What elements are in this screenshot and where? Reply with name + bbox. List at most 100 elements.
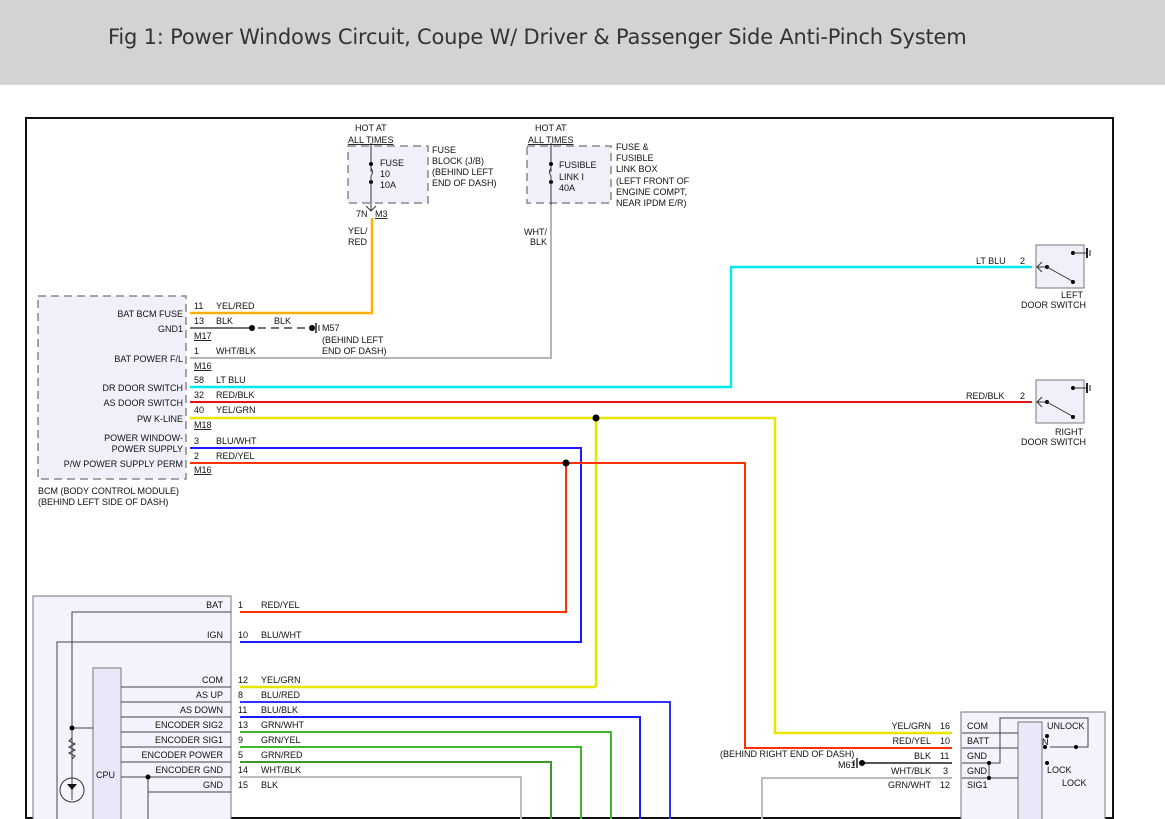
driver-pin-number: 1 [238, 600, 243, 610]
cpu-block [92, 667, 122, 819]
passenger-wire-color: YEL/GRN [891, 721, 931, 731]
bcm-pin-label: AS DOOR SWITCH [103, 398, 183, 408]
driver-pin-label: AS UP [196, 690, 223, 700]
lock-label: LOCK [1047, 765, 1072, 775]
bcm-wire-color: BLU/WHT [216, 436, 257, 446]
bcm-wire-color: WHT/BLK [216, 346, 256, 356]
bcm-module: BAT BCM FUSE GND1 BAT POWER F/L DR DOOR … [37, 295, 257, 507]
driver-pin-label: ENCODER SIG2 [155, 720, 223, 730]
driver-pin-label: BAT [206, 600, 223, 610]
bcm-connector: M16 [194, 361, 212, 371]
bcm-pin-label: P/W POWER SUPPLY PERM [64, 459, 183, 469]
fusible-link-icon [549, 167, 552, 177]
ground-icon-m61 [853, 758, 858, 768]
right-door-name-1: RIGHT [1055, 427, 1084, 437]
fusible-link-box: HOT AT ALL TIMES FUSIBLE LINK I 40A FUSE… [524, 123, 690, 247]
driver-pin-number: 5 [238, 750, 243, 760]
m57-desc-1: (BEHIND LEFT [322, 335, 384, 345]
passenger-pin-label: GND [967, 766, 988, 776]
switch-contact-icon [1046, 401, 1073, 417]
fusible-link-id: LINK I [559, 172, 584, 182]
passenger-pin-number: 12 [940, 780, 950, 790]
bcm-pin-label: BAT BCM FUSE [117, 309, 183, 319]
bcm-wire-color: YEL/GRN [216, 405, 256, 415]
fusible-link-box-outline [526, 145, 612, 204]
bcm-pin-number: 40 [194, 405, 204, 415]
driver-wire-color: BLU/RED [261, 690, 301, 700]
driver-pin-number: 8 [238, 690, 243, 700]
wire-wht-blk-bat-power [190, 205, 552, 359]
wire-wht-blk-enc-gnd [240, 776, 522, 819]
driver-pin-label: ENCODER SIG1 [155, 735, 223, 745]
fusible-link-rating: 40A [559, 183, 575, 193]
wire-blu-wht-pw-supply [190, 447, 582, 643]
bcm-connector: M18 [194, 420, 212, 430]
ground-icon [1086, 383, 1091, 393]
fuse-block-desc-4: END OF DASH) [432, 178, 497, 188]
left-door-pin: 2 [1020, 256, 1025, 266]
fusible-wire-color-1: WHT/ [524, 227, 547, 237]
fuse-hot-label-2: ALL TIMES [348, 135, 394, 145]
left-door-name-2: DOOR SWITCH [1021, 300, 1086, 310]
wire-grn-red-enc-power [240, 761, 552, 819]
fuse-number: 10 [380, 169, 390, 179]
fuse-wire-color-2: RED [348, 237, 368, 247]
resistor-icon [67, 737, 77, 760]
driver-pin-number: 11 [238, 705, 247, 715]
wire-lt-blu-dr-door [190, 265, 1032, 389]
driver-pin-number: 15 [238, 780, 248, 790]
left-door-switch: LT BLU 2 LEFT DOOR SWITCH [976, 244, 1091, 310]
bcm-pin-label: BAT POWER F/L [114, 354, 183, 364]
passenger-pin-label: COM [967, 721, 988, 731]
bcm-pin-label: PW K-LINE [137, 414, 183, 424]
bcm-location: (BEHIND LEFT SIDE OF DASH) [38, 497, 168, 507]
right-door-switch: RED/BLK 2 RIGHT DOOR SWITCH [966, 379, 1091, 447]
driver-pin-label: COM [202, 675, 223, 685]
passenger-wire-color: RED/YEL [892, 736, 931, 746]
fusible-desc-1: FUSE & [616, 142, 649, 152]
wire-wht-blk-passenger-gnd [761, 777, 952, 819]
bcm-pin-number: 2 [194, 451, 199, 461]
fuse-terminal: 7N [356, 209, 368, 219]
fuse-icon [370, 167, 373, 177]
fusible-desc-4: (LEFT FRONT OF [616, 176, 690, 186]
driver-pin-number: 10 [238, 630, 248, 640]
driver-pin-label: GND [203, 780, 224, 790]
bcm-wire-color: LT BLU [216, 375, 246, 385]
fusible-desc-3: LINK BOX [616, 164, 658, 174]
fusible-wire-color-2: BLK [530, 237, 547, 247]
passenger-pin-number: 10 [940, 736, 950, 746]
passenger-wire-color: BLK [914, 751, 931, 761]
bcm-wire-color: RED/BLK [216, 390, 255, 400]
driver-wire-color: BLU/BLK [261, 705, 298, 715]
driver-wire-color: GRN/RED [261, 750, 303, 760]
bcm-wire-color: RED/YEL [216, 451, 255, 461]
lock-label-2: LOCK [1062, 778, 1087, 788]
wire-yel-red-bat-bcm [190, 218, 374, 315]
fuse-block-desc-1: FUSE [432, 145, 456, 155]
m57-name: M57 [322, 323, 340, 333]
bcm-pin-number: 32 [194, 390, 204, 400]
m57-desc-2: END OF DASH) [322, 346, 387, 356]
wire-blu-red-as-up [240, 701, 671, 819]
bcm-pin-label: POWER WINDOW- [104, 433, 183, 443]
fuse-name: FUSE [380, 158, 404, 168]
driver-pin-number: 9 [238, 735, 243, 745]
m61-name: M61 [838, 760, 856, 770]
wire-red-yel-pw-perm [190, 462, 952, 749]
left-door-wire: LT BLU [976, 256, 1006, 266]
fusible-desc-6: NEAR IPDM E/R) [616, 198, 687, 208]
fuse-wire-color-1: YEL/ [348, 226, 368, 236]
driver-pin-label: IGN [207, 630, 223, 640]
bcm-pin-label: DR DOOR SWITCH [103, 383, 184, 393]
fuse-block-desc-3: (BEHIND LEFT [432, 167, 494, 177]
driver-wire-color: GRN/YEL [261, 735, 301, 745]
bcm-wire-color: BLK [216, 316, 233, 326]
wire-grn-yel-sig1 [240, 746, 582, 819]
left-door-name-1: LEFT [1061, 290, 1084, 300]
ground-icon-m57 [315, 323, 320, 333]
bcm-connector: M16 [194, 465, 212, 475]
driver-wire-color: WHT/BLK [261, 765, 301, 775]
splice-k-line [592, 414, 600, 422]
unlock-label: UNLOCK [1047, 721, 1085, 731]
